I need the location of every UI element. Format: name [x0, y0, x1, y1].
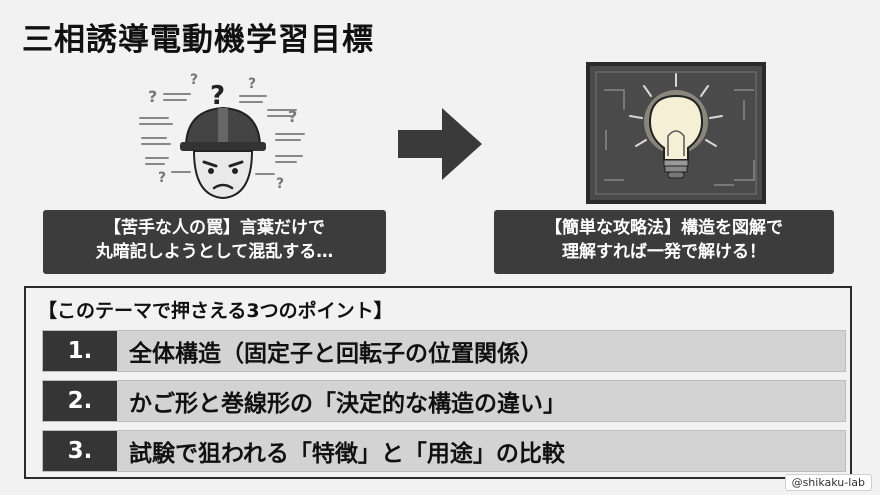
svg-text:?: ? — [210, 81, 225, 111]
pitfall-caption: 【苦手な人の罠】言葉だけで 丸暗記しようとして混乱する… — [43, 210, 386, 274]
solution-caption-line2: 理解すれば一発で解ける！ — [562, 242, 766, 262]
svg-text:?: ? — [276, 176, 284, 192]
credit-label: @shikaku-lab — [784, 474, 872, 491]
key-point-number: 1. — [43, 331, 117, 371]
key-point-number: 3. — [43, 431, 117, 471]
key-points-panel: 【このテーマで押さえる3つのポイント】 1. 全体構造（固定子と回転子の位置関係… — [24, 286, 852, 479]
solution-caption: 【簡単な攻略法】構造を図解で 理解すれば一発で解ける！ — [494, 210, 834, 274]
arrow-right-icon — [398, 108, 482, 180]
svg-text:?: ? — [248, 76, 256, 92]
svg-text:?: ? — [148, 87, 157, 106]
key-point-3: 3. 試験で狙われる「特徴」と「用途」の比較 — [42, 430, 846, 472]
key-point-text: 試験で狙われる「特徴」と「用途」の比較 — [117, 431, 845, 471]
key-point-text: かご形と巻線形の「決定的な構造の違い」 — [117, 381, 845, 421]
svg-text:?: ? — [158, 170, 166, 186]
pitfall-caption-line2: 丸暗記しようとして混乱する… — [95, 242, 334, 262]
key-point-2: 2. かご形と巻線形の「決定的な構造の違い」 — [42, 380, 846, 422]
lightbulb-blueprint-icon — [586, 62, 766, 204]
page-title: 三相誘導電動機学習目標 — [22, 22, 374, 58]
solution-caption-line1: 【簡単な攻略法】構造を図解で — [545, 218, 783, 238]
svg-text:?: ? — [190, 72, 198, 88]
key-point-text: 全体構造（固定子と回転子の位置関係） — [117, 331, 845, 371]
confused-worker-icon: ? ? ? ? ? ? ? — [139, 72, 305, 200]
key-points-heading: 【このテーマで押さえる3つのポイント】 — [38, 300, 393, 322]
key-point-1: 1. 全体構造（固定子と回転子の位置関係） — [42, 330, 846, 372]
key-point-number: 2. — [43, 381, 117, 421]
pitfall-caption-line1: 【苦手な人の罠】言葉だけで — [104, 218, 325, 238]
